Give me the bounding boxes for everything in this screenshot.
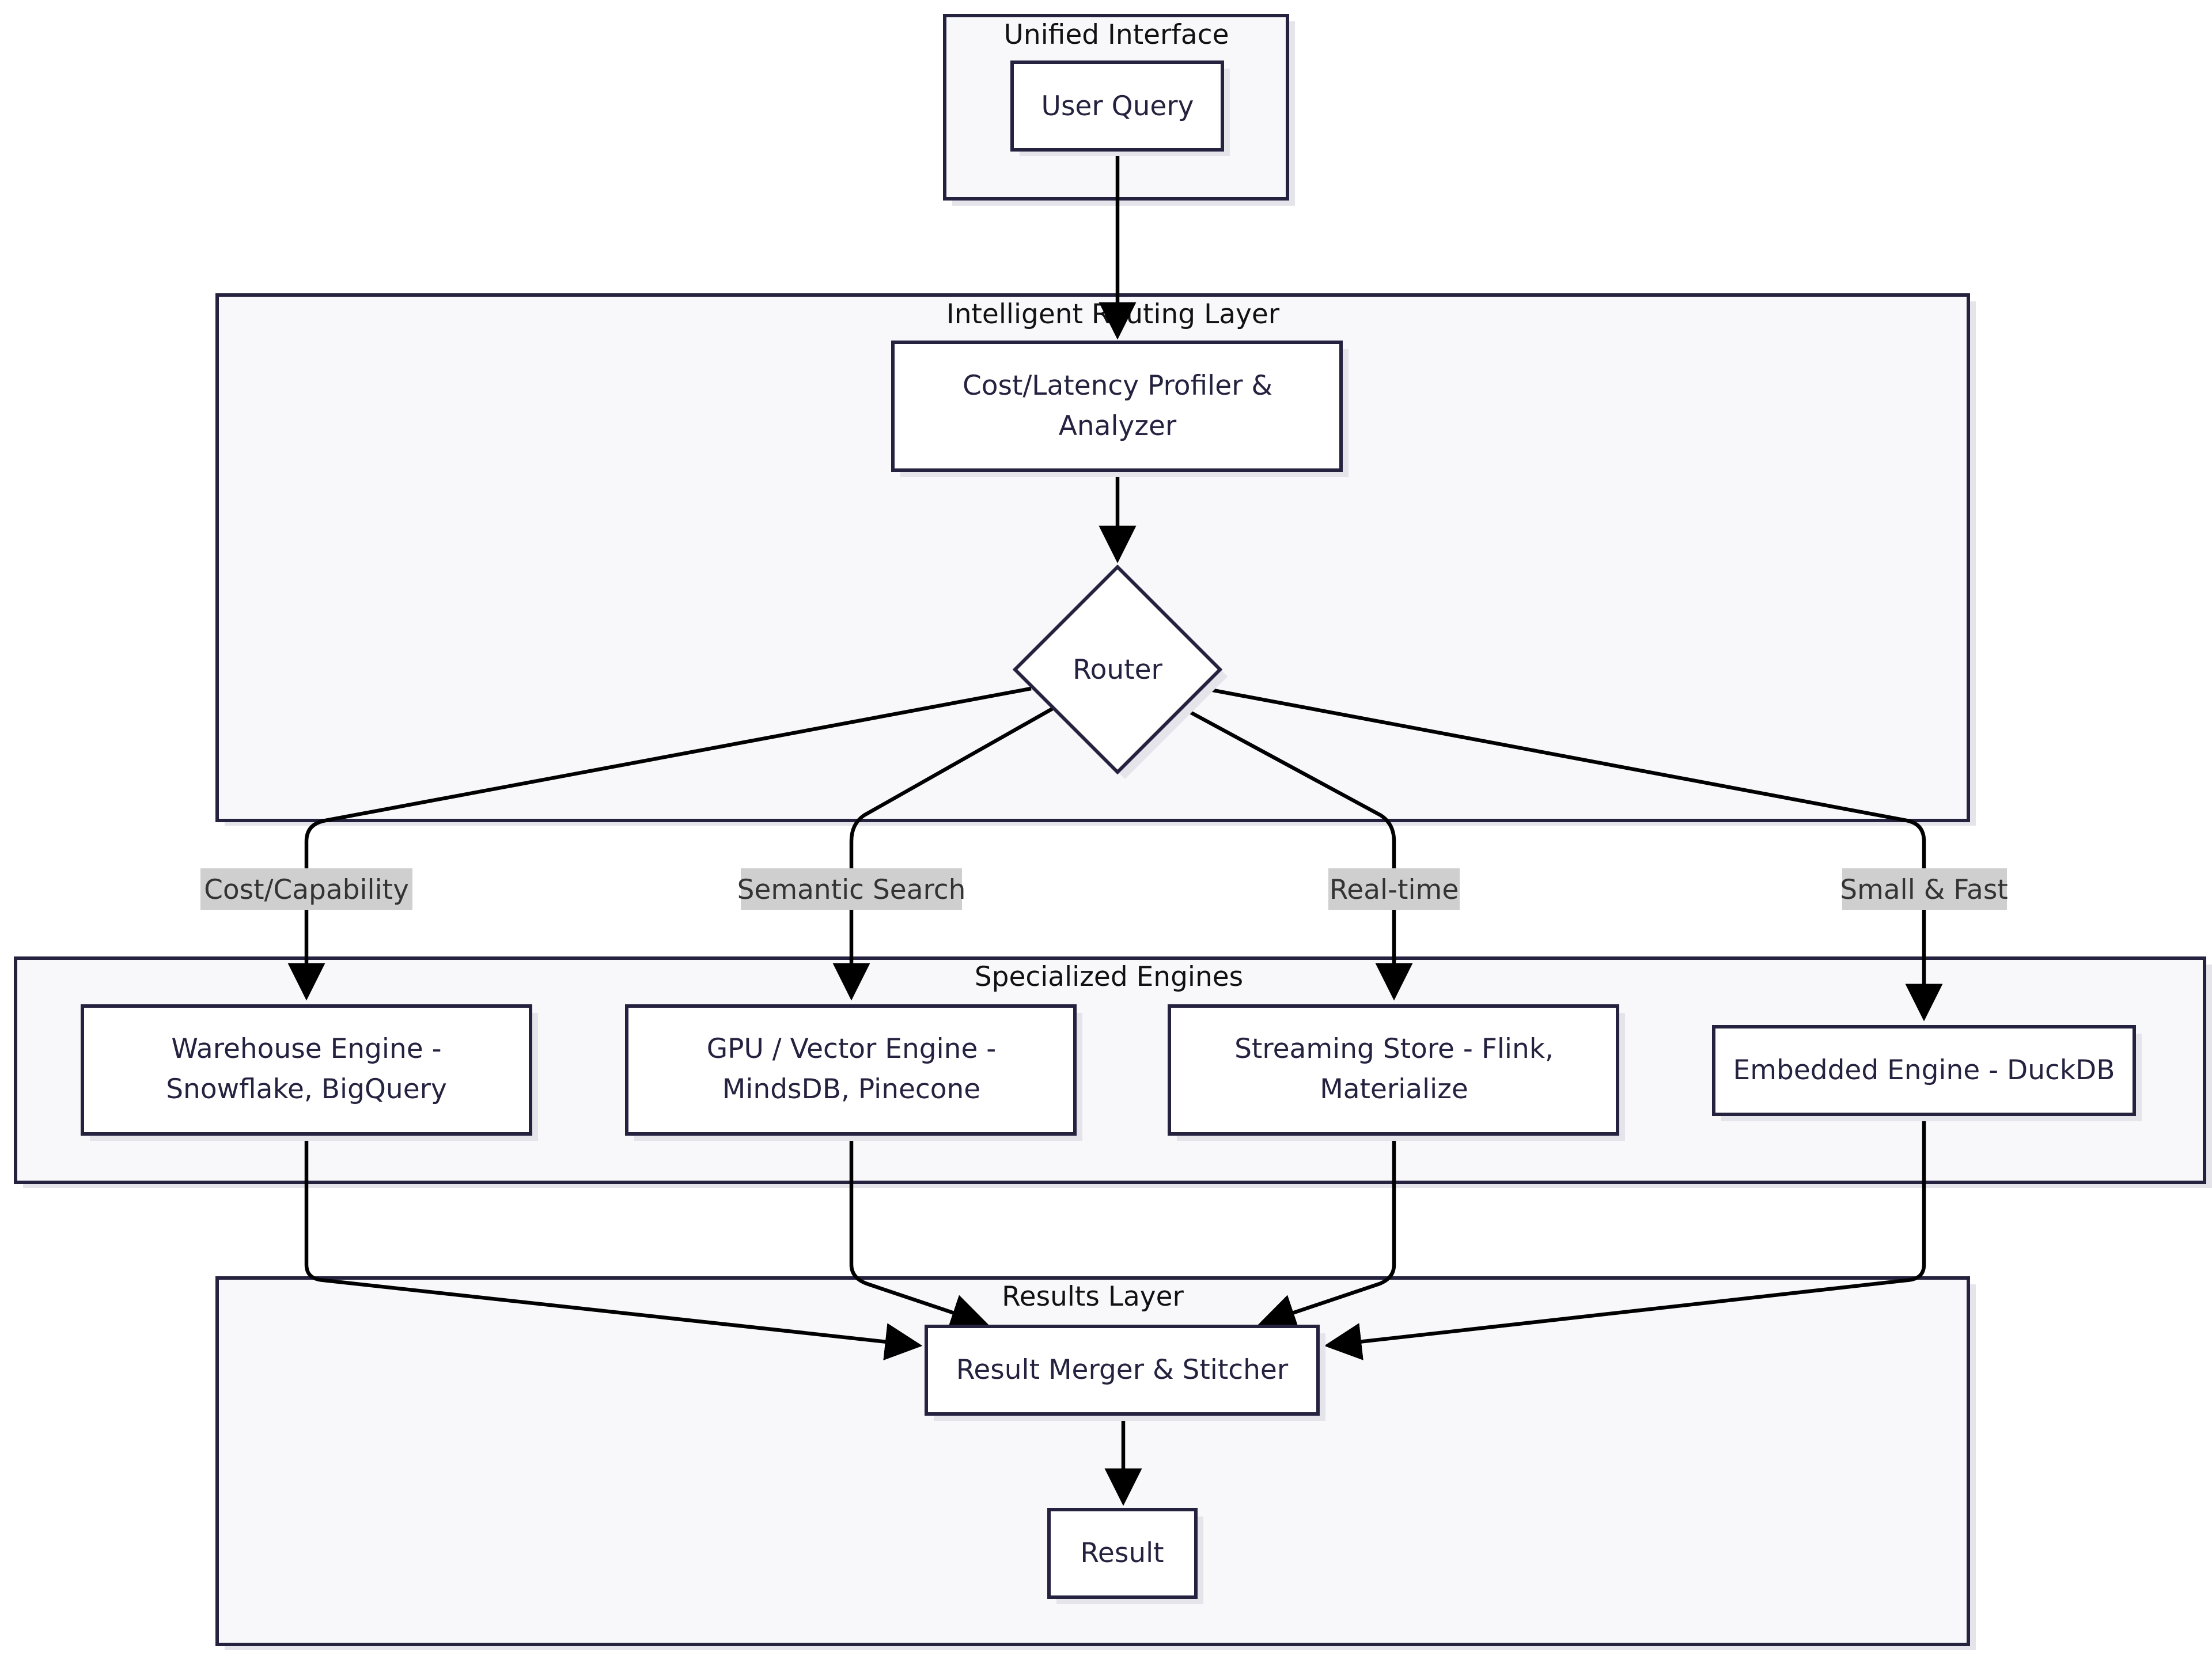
node-streaming-label-line2: Materialize (1320, 1073, 1468, 1105)
edge-label-small-fast: Small & Fast (1840, 868, 2008, 910)
edge-gpu-to-merger (849, 1135, 989, 1331)
node-gpu-label-line2: MindsDB, Pinecone (722, 1073, 980, 1105)
node-result-label: Result (1080, 1537, 1164, 1569)
node-user-query-label: User Query (1041, 90, 1194, 122)
edge-router-to-embedded (1203, 686, 1943, 1022)
edge-label-real-time: Real-time (1328, 868, 1460, 910)
edges (287, 151, 1943, 1506)
node-embedded-engine[interactable]: Embedded Engine - DuckDB (1712, 1025, 2142, 1121)
edge-streaming-to-merger (1257, 1135, 1396, 1331)
node-gpu-vector-engine[interactable]: GPU / Vector Engine - MindsDB, Pinecone (625, 1004, 1082, 1141)
node-profiler-label-line1: Cost/Latency Profiler & (963, 370, 1272, 402)
cluster-title-unified: Unified Interface (1004, 19, 1229, 51)
edge-embedded-to-merger (1324, 1116, 1926, 1360)
node-profiler-label-line2: Analyzer (1059, 410, 1177, 442)
edge-label-small-fast-text: Small & Fast (1840, 874, 2008, 906)
edge-label-real-time-text: Real-time (1330, 874, 1459, 906)
node-user-query[interactable]: User Query (1010, 60, 1230, 156)
edge-label-cost-capability-text: Cost/Capability (204, 874, 409, 906)
edge-label-semantic-search-text: Semantic Search (737, 874, 966, 906)
node-result[interactable]: Result (1047, 1508, 1203, 1604)
node-merger-label: Result Merger & Stitcher (956, 1354, 1289, 1386)
node-warehouse-engine[interactable]: Warehouse Engine - Snowflake, BigQuery (81, 1004, 538, 1141)
cluster-title-routing: Intelligent Routing Layer (946, 298, 1280, 330)
node-result-merger[interactable]: Result Merger & Stitcher (925, 1325, 1325, 1421)
node-streaming-label-line1: Streaming Store - Flink, (1234, 1033, 1554, 1065)
cluster-title-results: Results Layer (1002, 1281, 1184, 1313)
node-gpu-label-line1: GPU / Vector Engine - (707, 1033, 997, 1065)
cluster-intelligent-routing: Intelligent Routing Layer (215, 293, 1976, 826)
edge-router-to-gpu (832, 707, 1054, 1001)
node-router[interactable]: Router (1012, 564, 1228, 779)
node-embedded-label: Embedded Engine - DuckDB (1733, 1054, 2115, 1086)
node-warehouse-label-line1: Warehouse Engine - (171, 1033, 441, 1065)
node-warehouse-label-line2: Snowflake, BigQuery (166, 1073, 447, 1105)
node-profiler[interactable]: Cost/Latency Profiler & Analyzer (891, 341, 1349, 477)
edge-router-to-warehouse (287, 686, 1032, 1001)
node-streaming-store[interactable]: Streaming Store - Flink, Materialize (1168, 1004, 1625, 1141)
node-router-label: Router (1073, 654, 1162, 686)
edge-label-semantic-search: Semantic Search (737, 868, 966, 910)
edge-label-cost-capability: Cost/Capability (200, 868, 412, 910)
edge-warehouse-to-merger (304, 1135, 923, 1360)
edge-router-to-streaming (1183, 707, 1413, 1001)
cluster-title-engines: Specialized Engines (975, 961, 1243, 993)
